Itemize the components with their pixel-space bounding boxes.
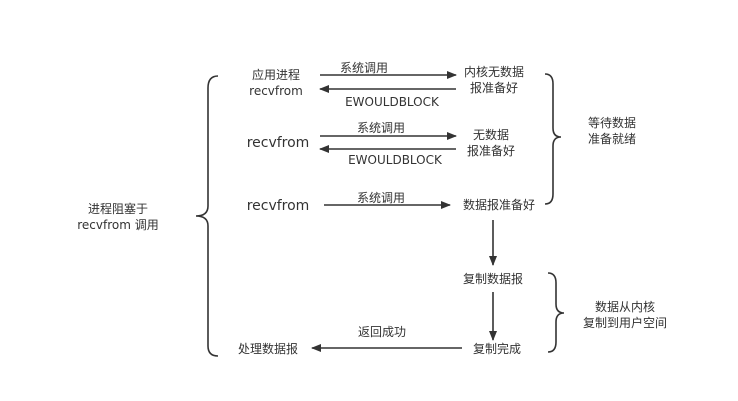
row3-kernel-label: 数据报准备好 [462, 198, 535, 212]
row2-reply-label: EWOULDBLOCK [348, 153, 442, 167]
wait-label: 等待数据 准备就绪 [574, 115, 650, 147]
row1-app: 应用进程 recvfrom [236, 67, 316, 99]
wait-label-line1: 等待数据 [587, 116, 636, 130]
copy-label-line1: 数据从内核 [594, 300, 655, 314]
copy-label-line2: 复制到用户空间 [582, 316, 667, 330]
copy-label: 数据从内核 复制到用户空间 [570, 299, 680, 331]
copy-brace [547, 272, 565, 353]
row2-kernel-line1: 无数据 [472, 128, 509, 142]
row1-kernel: 内核无数据 报准备好 [454, 64, 534, 96]
wait-brace [544, 73, 562, 205]
row1-kernel-line2: 报准备好 [469, 81, 518, 95]
copy-step-label: 复制数据报 [462, 272, 523, 286]
row2-syscall-label: 系统调用 [356, 121, 405, 135]
row3-app: recvfrom [246, 198, 310, 214]
process-label: 处理数据报 [237, 342, 298, 356]
block-label-line1: 进程阻塞于 [87, 202, 148, 216]
left-brace [195, 75, 219, 357]
row1-app-line2: recvfrom [249, 84, 303, 98]
wait-label-line2: 准备就绪 [587, 132, 636, 146]
copy-done-label: 复制完成 [472, 342, 521, 356]
row2-app: recvfrom [246, 135, 310, 151]
row1-kernel-line1: 内核无数据 [463, 65, 524, 79]
row2-kernel: 无数据 报准备好 [456, 127, 526, 159]
block-label-line2: recvfrom 调用 [77, 218, 159, 232]
row1-reply-label: EWOULDBLOCK [345, 95, 439, 109]
block-label: 进程阻塞于 recvfrom 调用 [66, 201, 170, 233]
row3-syscall-label: 系统调用 [356, 191, 405, 205]
return-label: 返回成功 [357, 325, 406, 339]
row1-syscall-label: 系统调用 [340, 61, 389, 75]
row1-app-line1: 应用进程 [251, 68, 300, 82]
row2-kernel-line2: 报准备好 [466, 144, 515, 158]
